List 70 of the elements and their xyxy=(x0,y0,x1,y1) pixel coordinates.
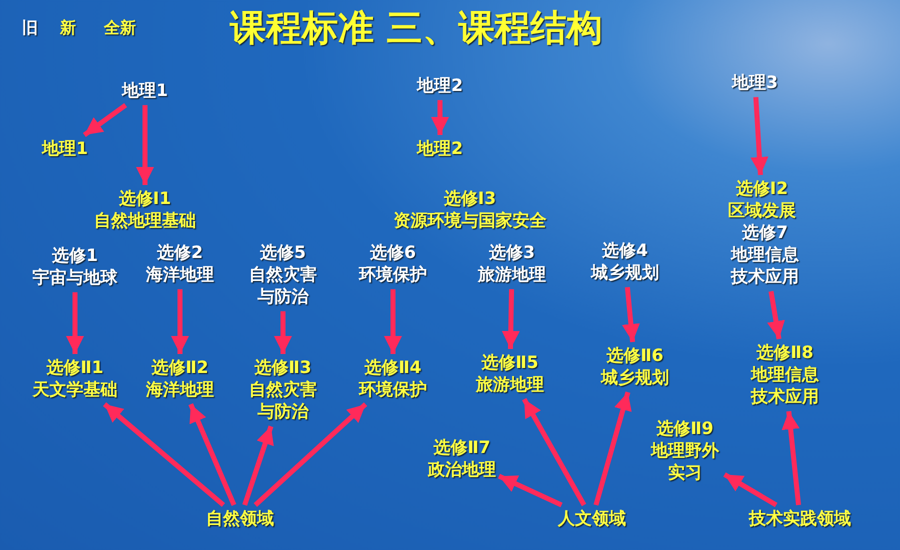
course-name: 资源环境与国家安全 xyxy=(394,210,546,232)
course-code: 选修Ⅰ1 xyxy=(118,188,172,210)
course-name: 区域发展 xyxy=(728,200,796,222)
arrow xyxy=(171,289,189,354)
course-name: 环境保护 xyxy=(359,379,427,402)
arrow xyxy=(82,103,128,138)
course-name: 地理2 xyxy=(417,75,463,98)
arrow xyxy=(384,289,402,354)
course-name: 环境保护 xyxy=(359,264,427,286)
course-code: 选修5 xyxy=(259,242,307,264)
course-name: 自然领域 xyxy=(206,508,274,530)
arrow xyxy=(750,96,768,176)
header-label: 新 xyxy=(60,18,76,39)
arrow xyxy=(767,290,785,340)
arrow xyxy=(274,311,292,354)
arrow xyxy=(723,472,778,508)
course-code: 选修Ⅱ7 xyxy=(432,437,492,460)
course-name: 技术实践领域 xyxy=(749,508,851,530)
course-name: 天文学基础 xyxy=(32,379,118,402)
arrow xyxy=(502,289,520,350)
course-code: 选修4 xyxy=(601,240,649,262)
course-name: 城乡规划 xyxy=(591,262,659,284)
course-name: 地理信息技术应用 xyxy=(730,244,800,288)
course-name: 自然地理基础 xyxy=(94,210,196,232)
arrow xyxy=(66,292,84,354)
course-code: 选修2 xyxy=(156,242,204,264)
header-label: 全新 xyxy=(104,18,136,39)
course-code: 选修3 xyxy=(488,242,536,264)
arrow xyxy=(522,398,586,506)
arrow xyxy=(431,100,449,135)
course-name: 宇宙与地球 xyxy=(32,267,118,290)
course-code: 选修Ⅱ4 xyxy=(363,357,423,380)
arrow xyxy=(254,402,368,507)
course-name: 政治地理 xyxy=(428,459,496,482)
course-name: 旅游地理 xyxy=(476,374,544,396)
course-code: 选修Ⅱ8 xyxy=(755,342,815,364)
course-code: 选修Ⅱ5 xyxy=(480,352,540,374)
course-name: 人文领域 xyxy=(558,508,626,530)
arrow xyxy=(594,392,632,506)
course-code: 选修Ⅱ1 xyxy=(45,357,105,380)
course-code: 选修Ⅰ2 xyxy=(734,178,790,200)
arrow xyxy=(622,286,640,342)
course-name: 城乡规划 xyxy=(601,367,669,390)
arrow xyxy=(136,105,154,185)
arrow xyxy=(188,403,236,506)
course-name: 地理1 xyxy=(42,138,88,160)
course-name: 自然灾害与防治 xyxy=(248,264,318,308)
course-code: 选修Ⅱ9 xyxy=(655,418,715,440)
course-code: 选修7 xyxy=(741,222,789,244)
course-code: 选修Ⅰ3 xyxy=(442,188,498,210)
course-name: 海洋地理 xyxy=(146,379,214,402)
course-name: 地理2 xyxy=(417,138,463,160)
course-name: 海洋地理 xyxy=(146,264,214,286)
course-code: 选修6 xyxy=(369,242,417,264)
course-name: 旅游地理 xyxy=(478,264,546,286)
course-name: 地理野外实习 xyxy=(650,440,720,484)
arrow xyxy=(102,402,226,507)
title: 课程标准 三、课程结构 xyxy=(230,7,603,51)
course-code: 选修1 xyxy=(51,245,99,268)
header-label: 旧 xyxy=(22,18,38,39)
arrow xyxy=(242,425,274,506)
course-name: 地理3 xyxy=(732,72,778,94)
arrow xyxy=(498,474,563,508)
course-name: 自然灾害与防治 xyxy=(248,379,318,424)
course-code: 选修Ⅱ2 xyxy=(150,357,210,380)
arrow xyxy=(782,411,802,506)
course-name: 地理1 xyxy=(122,80,168,102)
course-code: 选修Ⅱ3 xyxy=(253,357,312,380)
course-code: 选修Ⅱ6 xyxy=(605,345,665,368)
course-name: 地理信息技术应用 xyxy=(750,364,820,408)
